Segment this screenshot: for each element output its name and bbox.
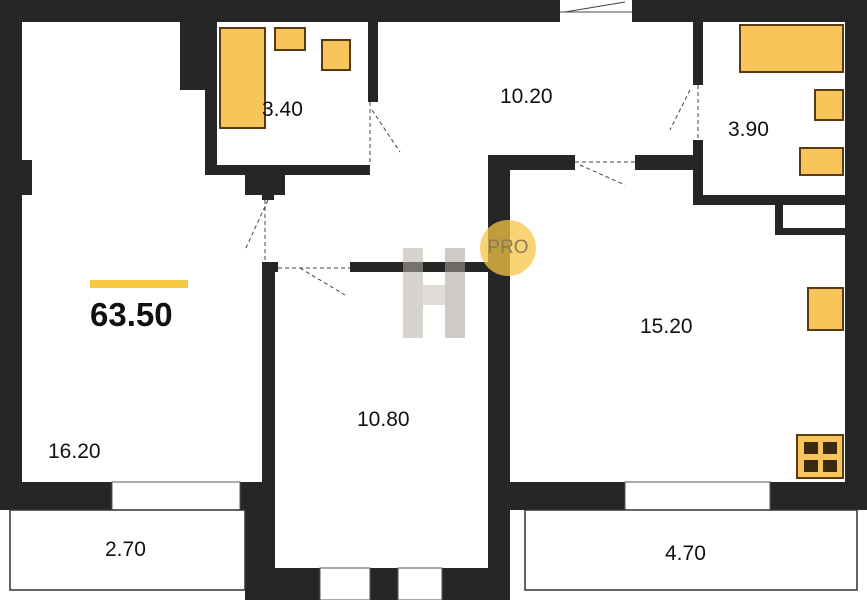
room-area-bedroom-2: 15.20: [640, 315, 693, 338]
stove-burners: [804, 442, 837, 472]
toilet-icon: [321, 39, 351, 71]
total-area: 63.50: [90, 296, 173, 333]
room-area-hall: 10.20: [500, 85, 553, 108]
room-area-balcony-2: 4.70: [665, 542, 706, 565]
logo-watermark: [403, 248, 465, 338]
pro-badge: PRO: [480, 220, 536, 276]
room-area-living: 16.20: [48, 440, 101, 463]
sink-icon: [274, 27, 306, 51]
toilet-icon: [799, 147, 844, 176]
bathtub-icon: [219, 27, 266, 129]
bathtub-icon: [739, 24, 844, 73]
room-area-bath-1: 3.40: [262, 98, 303, 121]
balconies: [9, 509, 858, 591]
room-area-bedroom-1: 10.80: [357, 408, 410, 431]
total-area-bar: [90, 280, 188, 288]
kitchen-sink-icon: [807, 287, 844, 331]
doors: [244, 0, 699, 296]
room-area-balcony-1: 2.70: [105, 538, 146, 561]
sink-icon: [814, 89, 844, 121]
windows: [111, 481, 771, 600]
room-area-bath-2: 3.90: [728, 118, 769, 141]
